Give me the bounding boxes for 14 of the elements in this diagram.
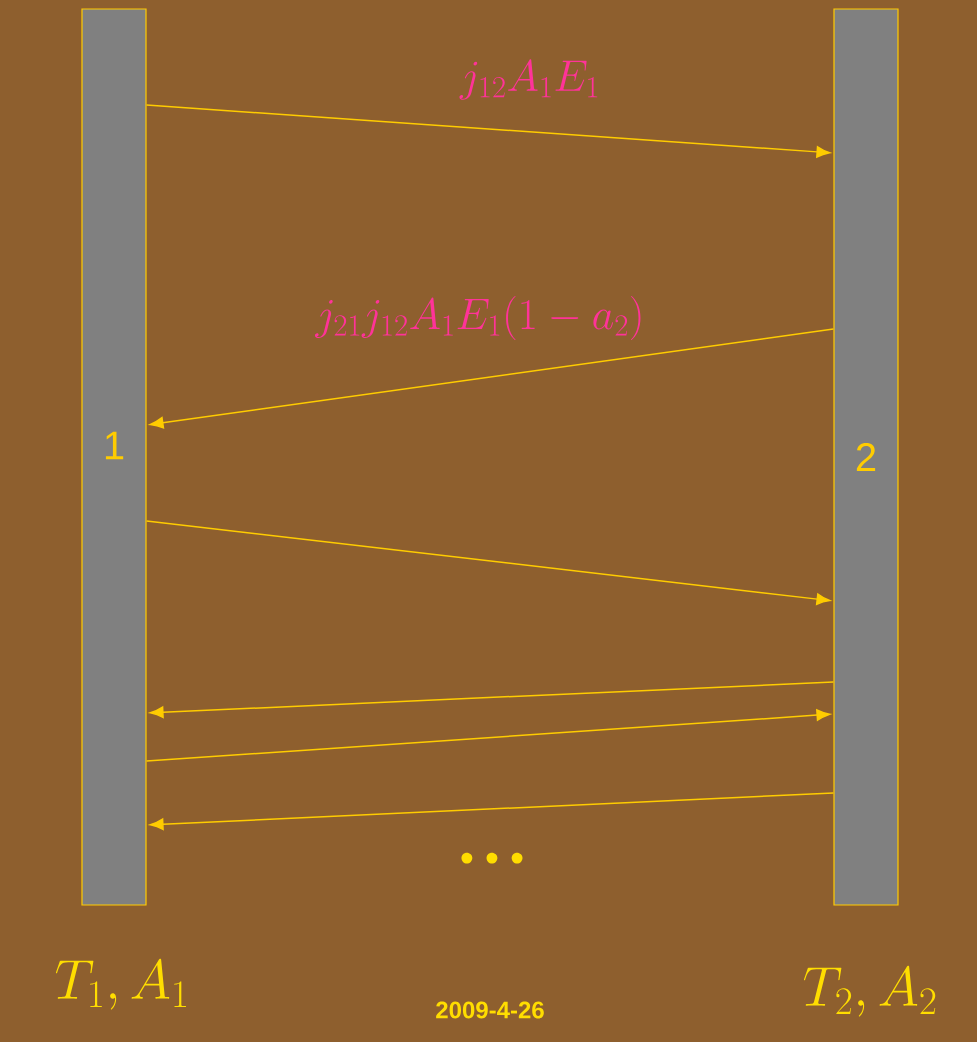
ellipsis: • • • — [461, 852, 523, 864]
arrow — [149, 328, 835, 429]
arrow — [145, 709, 831, 762]
arrow — [149, 792, 835, 831]
edge-label: $j_{12}A_1E_1$ — [459, 59, 598, 100]
arrow — [145, 104, 831, 158]
plate-label: $T_2, A_2$ — [803, 965, 936, 1017]
plate: 1 — [81, 8, 147, 906]
plate: 2 — [833, 8, 899, 906]
arrow — [149, 681, 835, 719]
arrow — [145, 520, 831, 605]
plate-label: $T_1, A_1$ — [55, 958, 186, 1010]
edge-label: $j_{21}j_{12}A_1E_1(1-a_2)$ — [314, 296, 641, 340]
date-text: 2009-4-26 — [436, 1001, 544, 1019]
